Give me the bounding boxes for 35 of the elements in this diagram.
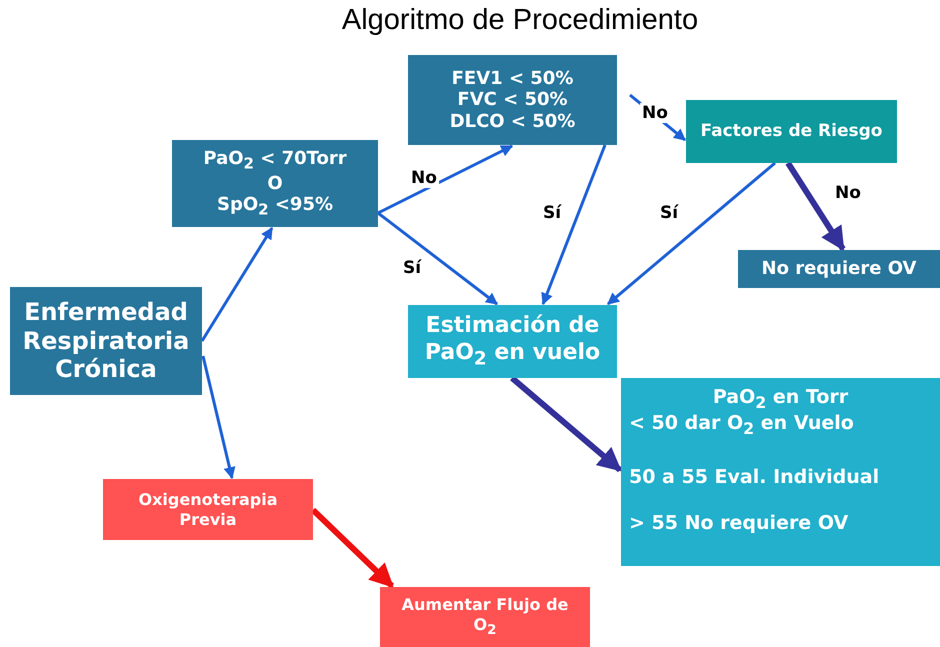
- process-box: [172, 140, 378, 227]
- process-box: [10, 287, 202, 395]
- box-text: O: [267, 172, 283, 194]
- box-text: Estimación de PaO$_{2}$ en vuelo: [424, 313, 602, 370]
- box-text: < 50 dar O$_{2}$ en Vuelo: [629, 412, 854, 438]
- edge-label: No: [640, 103, 670, 123]
- box-text: PaO$_{2}$ < 70Torr: [203, 148, 347, 173]
- arrow: [202, 356, 236, 480]
- process-box: [738, 250, 940, 288]
- box-text: FEV1 < 50%: [452, 68, 574, 90]
- process-box: [103, 479, 313, 540]
- box-text: Aumentar Flujo de O$_{2}$: [400, 595, 570, 639]
- box-text: Factores de Riesgo: [700, 121, 882, 142]
- arrow: [785, 161, 846, 252]
- process-box: [408, 305, 617, 378]
- box-text: SpO$_{2}$ <95%: [216, 194, 334, 219]
- arrow: [377, 144, 514, 214]
- process-box: [380, 587, 590, 647]
- box-text: > 55 No requiere OV: [629, 512, 848, 536]
- box-text: FVC < 50%: [457, 89, 568, 111]
- box-text: No requiere OV: [762, 258, 916, 280]
- arrow: [607, 162, 776, 306]
- arrow: [510, 376, 622, 472]
- arrow: [541, 144, 606, 306]
- process-box: [686, 100, 897, 163]
- box-text: DLCO < 50%: [450, 110, 576, 132]
- process-box: [621, 378, 940, 566]
- box-text: Enfermedad Respiratoria Crónica: [22, 298, 190, 384]
- diagram-title: Algoritmo de Procedimiento: [340, 4, 700, 37]
- box-text: 50 a 55 Eval. Individual: [629, 466, 880, 488]
- process-box: [408, 55, 617, 145]
- arrow: [377, 212, 498, 306]
- arrow: [200, 226, 274, 342]
- box-text: PaO$_{2}$ en Torr: [712, 386, 848, 412]
- box-text: Oxigenoterapia Previa: [137, 490, 278, 529]
